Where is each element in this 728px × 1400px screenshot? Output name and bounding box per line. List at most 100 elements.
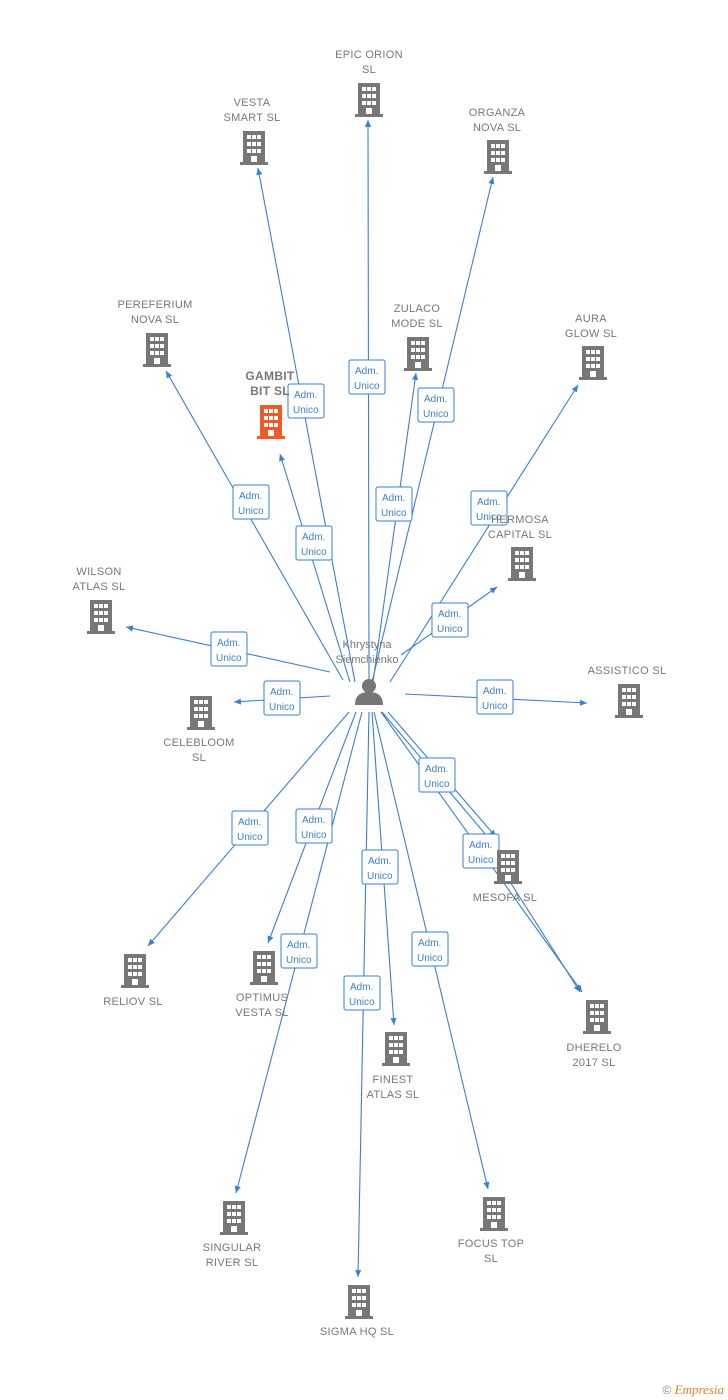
company-name-line-2: CAPITAL SL xyxy=(488,529,552,541)
relation-label-line-1: Adm. xyxy=(238,817,261,828)
company-name-line-1: PEREFERIUM xyxy=(117,299,192,311)
relation-label-mesofa[interactable]: Adm.Unico xyxy=(418,757,456,793)
company-node-sigma-hq[interactable]: SIGMA HQ SL xyxy=(320,1285,394,1338)
relation-edge-organza-nova xyxy=(371,176,495,683)
relation-label-hermosa-capital[interactable]: Adm.Unico xyxy=(431,602,469,638)
company-name-line-1: FINEST xyxy=(373,1074,414,1086)
building-icon xyxy=(240,131,268,165)
building-icon xyxy=(579,346,607,380)
relation-label-line-1: Adm. xyxy=(294,390,317,401)
company-name-line-2: MODE SL xyxy=(391,318,443,330)
relation-label-dherelo-2017[interactable]: Adm.Unico xyxy=(462,833,500,869)
brand-name[interactable]: Empresia xyxy=(674,1382,724,1397)
company-name-line-2: SL xyxy=(362,64,376,76)
relation-label-aura-glow[interactable]: Adm.Unico xyxy=(470,490,508,526)
relation-label-celebloom[interactable]: Adm.Unico xyxy=(263,680,301,716)
relation-edge-aura-glow xyxy=(389,384,579,683)
relation-label-box xyxy=(361,849,399,885)
company-name-line-1: ZULACO xyxy=(394,303,441,315)
relation-label-line-1: Adm. xyxy=(483,686,506,697)
relation-label-vesta-smart[interactable]: Adm.Unico xyxy=(287,383,325,419)
center-person-node[interactable]: Khrystyna Siemchienko xyxy=(336,639,399,705)
relation-label-epic-orion[interactable]: Adm.Unico xyxy=(348,359,386,395)
company-name-line-1: MESOFA SL xyxy=(473,892,537,904)
relation-label-box xyxy=(411,931,449,967)
relation-label-pereferium-nova[interactable]: Adm. Unico xyxy=(232,484,270,520)
company-name-line-1: EPIC ORION xyxy=(335,49,403,61)
relation-label-box xyxy=(418,757,456,793)
relation-label-reliov[interactable]: Adm. Unico xyxy=(231,810,269,846)
relation-label-singular-river[interactable]: Adm.Unico xyxy=(280,933,318,969)
relation-label-box xyxy=(476,679,514,715)
relation-label-optimus-vesta[interactable]: Adm. Unico xyxy=(295,808,333,844)
relation-label-line-2: Unico xyxy=(216,653,242,664)
relation-label-box xyxy=(287,383,325,419)
company-node-reliov[interactable]: RELIOV SL xyxy=(103,954,163,1008)
company-name-line-1: DHERELO xyxy=(566,1042,621,1054)
building-icon xyxy=(404,337,432,371)
company-node-mesofa[interactable]: MESOFA SL xyxy=(473,850,537,904)
relation-label-line-1: Adm. xyxy=(424,394,447,405)
relation-label-box xyxy=(348,359,386,395)
relation-label-line-2: Unico xyxy=(367,871,393,882)
relation-label-line-2: Unico xyxy=(237,832,263,843)
relation-label-line-2: Unico xyxy=(349,997,375,1008)
relation-label-line-2: Unico xyxy=(238,506,264,517)
building-icon xyxy=(484,140,512,174)
relation-edge-pereferium-nova xyxy=(165,370,344,681)
building-icon xyxy=(480,1197,508,1231)
relation-label-box xyxy=(417,387,455,423)
relation-label-line-2: Unico xyxy=(423,409,449,420)
relation-label-box xyxy=(375,486,413,522)
relation-label-line-1: Adm. xyxy=(477,497,500,508)
relation-label-box xyxy=(343,975,381,1011)
company-node-epic-orion[interactable]: EPIC ORION SL xyxy=(335,49,403,117)
relation-label-box xyxy=(295,525,333,561)
building-icon xyxy=(494,850,522,884)
relation-label-finest-atlas[interactable]: Adm. Unico xyxy=(361,849,399,885)
relation-labels-layer: Adm.UnicoAdm.UnicoAdm.UnicoAdm.UnicoAdm.… xyxy=(210,359,514,1011)
company-name-line-1: ORGANZA xyxy=(469,107,526,119)
company-name-line-2: SL xyxy=(192,752,206,764)
relation-label-sigma-hq[interactable]: Adm.Unico xyxy=(343,975,381,1011)
relation-label-line-1: Adm. xyxy=(239,491,262,502)
relation-label-focus-top[interactable]: Adm.Unico xyxy=(411,931,449,967)
building-icon xyxy=(615,684,643,718)
relation-label-line-1: Adm. xyxy=(302,532,325,543)
relation-label-wilson-atlas[interactable]: Adm.Unico xyxy=(210,631,248,667)
relation-label-box xyxy=(263,680,301,716)
relation-label-assistico[interactable]: Adm.Unico xyxy=(476,679,514,715)
building-icon xyxy=(121,954,149,988)
company-node-zulaco-mode[interactable]: ZULACO MODE SL xyxy=(391,303,443,371)
company-name-line-2: RIVER SL xyxy=(206,1257,259,1269)
relation-label-organza-nova[interactable]: Adm. Unico xyxy=(417,387,455,423)
relation-label-line-1: Adm. xyxy=(302,815,325,826)
relation-label-line-2: Unico xyxy=(424,779,450,790)
company-name-line-1: AURA xyxy=(575,313,607,325)
relation-label-box xyxy=(295,808,333,844)
relation-label-box xyxy=(431,602,469,638)
relation-label-line-1: Adm. xyxy=(418,938,441,949)
relation-label-zulaco-mode[interactable]: Adm.Unico xyxy=(375,486,413,522)
company-node-assistico[interactable]: ASSISTICO SL xyxy=(588,665,667,718)
relation-label-line-1: Adm. xyxy=(368,856,391,867)
relation-label-line-2: Unico xyxy=(269,702,295,713)
company-name-line-1: VESTA xyxy=(234,97,271,109)
relation-label-box xyxy=(280,933,318,969)
copyright-symbol: © xyxy=(662,1383,672,1397)
relation-label-line-2: Unico xyxy=(301,830,327,841)
relation-label-gambit-bit[interactable]: Adm.Unico xyxy=(295,525,333,561)
